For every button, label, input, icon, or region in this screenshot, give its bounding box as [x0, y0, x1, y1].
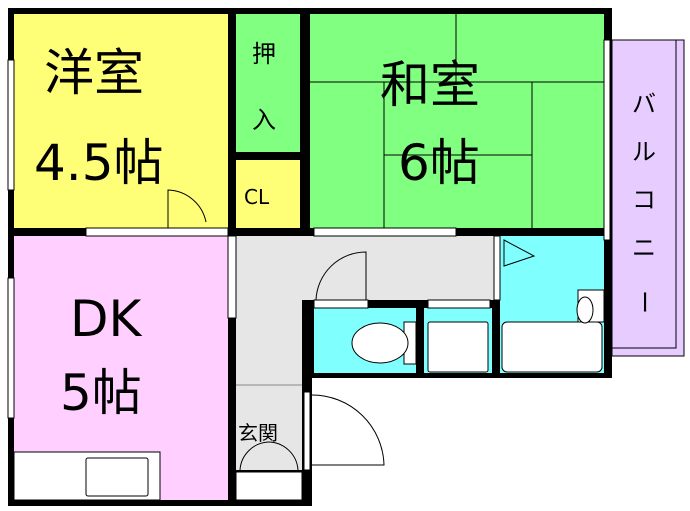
dk-size: 5帖 — [60, 364, 142, 422]
closet-label-1: 押 — [252, 40, 276, 68]
western-room — [14, 14, 228, 228]
sink-icon — [576, 296, 594, 324]
cl-label: CL — [244, 185, 270, 209]
balcony-char: ル — [632, 138, 656, 166]
entrance-label: 玄関 — [238, 421, 278, 445]
washing-machine — [427, 321, 489, 373]
western-room-label: 洋室 — [44, 44, 144, 102]
japanese-room — [310, 14, 604, 228]
balcony-char: バ — [632, 90, 656, 118]
japanese-room-label: 和室 — [380, 56, 480, 114]
closet — [236, 14, 300, 152]
outside-area — [308, 378, 618, 511]
bathtub — [501, 321, 603, 373]
openings — [7, 39, 611, 471]
balcony-char: ニ — [632, 234, 656, 262]
door-swings — [167, 189, 385, 471]
cl-closet — [236, 160, 300, 228]
balcony-rail — [611, 39, 677, 349]
western-room-size: 4.5帖 — [34, 134, 164, 192]
closet-label-2: 入 — [252, 106, 276, 134]
tatami-lines — [310, 14, 604, 228]
kitchen-sink — [85, 457, 149, 497]
balcony-char: コ — [632, 186, 656, 214]
balcony-char: ー — [630, 290, 658, 314]
vent-icon — [503, 239, 536, 267]
toilet-icon — [351, 322, 409, 364]
entrance-step — [235, 471, 303, 501]
hallway-lower — [236, 236, 302, 470]
balcony — [611, 39, 685, 357]
dk-label: DK — [70, 290, 143, 348]
balcony-label: バ ル コ ニ ー — [630, 90, 658, 314]
japanese-room-size: 6帖 — [398, 134, 480, 192]
